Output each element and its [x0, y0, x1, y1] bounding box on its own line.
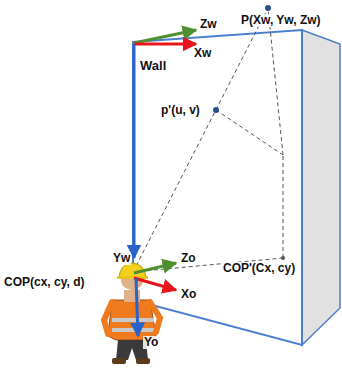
- projection-line: [268, 8, 283, 155]
- axis-label: Xo: [180, 288, 197, 301]
- world-point: [265, 5, 271, 11]
- axis-xo: [134, 278, 176, 290]
- image-point: [213, 107, 219, 113]
- projection-line: [283, 155, 284, 258]
- wall-face: [133, 30, 302, 345]
- axis-xw: [134, 43, 196, 46]
- projection-line: [216, 110, 283, 155]
- axis-label: Zo: [180, 252, 197, 265]
- axis-label: Yo: [143, 336, 159, 349]
- wall-label: Wall: [140, 58, 166, 73]
- worker-figure: [104, 263, 160, 364]
- axis-zw: [134, 30, 196, 43]
- axis-yo: [136, 278, 138, 336]
- axis-zo: [134, 263, 176, 273]
- axis-yw: [133, 44, 136, 258]
- point-label: COP'(Cx, cy): [222, 262, 296, 275]
- point-label: p'(u, v): [160, 104, 201, 117]
- axis-label: Xw: [193, 47, 212, 60]
- axis-label: Yw: [112, 252, 131, 265]
- point-label: P(Xw, Yw, Zw): [240, 14, 322, 27]
- wall-side: [302, 30, 340, 345]
- origin-label: COP(cx, cy, d): [3, 276, 85, 289]
- principal-point: [281, 256, 285, 260]
- axis-label: Zw: [199, 18, 218, 31]
- projection-ray: [133, 8, 268, 272]
